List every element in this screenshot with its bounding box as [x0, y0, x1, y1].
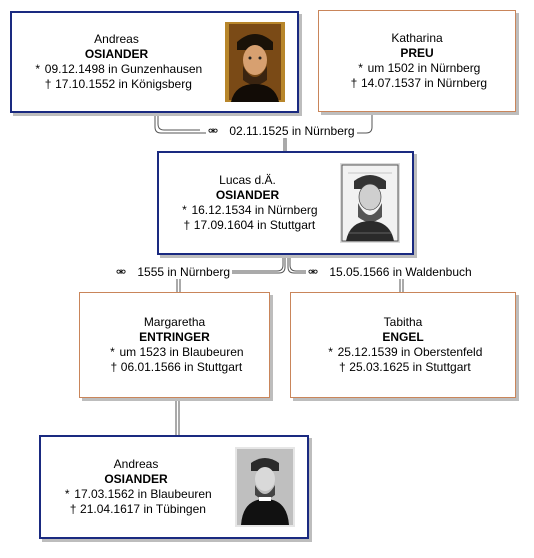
person-info: Andreas OSIANDER *09.12.1498 in Gunzenha…: [12, 13, 221, 111]
birth-symbol: *: [64, 487, 70, 501]
birth-line: * um 1502 in Nürnberg: [354, 61, 481, 76]
given-name: Katharina: [391, 31, 443, 45]
marriage-date: 02.11.1525 in Nürnberg: [229, 124, 355, 138]
person-info: Lucas d.Ä. OSIANDER * 16.12.1534 in Nürnb…: [159, 153, 336, 253]
person-card-tabitha-engel[interactable]: Tabitha ENGEL * 25.12.1539 in Oberstenfel…: [290, 292, 516, 398]
death-line: †17.10.1552 in Königsberg: [41, 77, 192, 92]
marriage-rings-icon: ⚮: [208, 124, 219, 138]
death-line: †06.01.1566 in Stuttgart: [107, 360, 242, 375]
death-symbol: †: [338, 360, 346, 374]
person-info: Margaretha ENTRINGER * um 1523 in Blaubeu…: [80, 293, 269, 397]
marriage-label-lucas-margaretha: ⚮ 1555 in Nürnberg: [114, 265, 233, 279]
person-info: Tabitha ENGEL * 25.12.1539 in Oberstenfel…: [291, 293, 515, 397]
given-name: Lucas d.Ä.: [219, 173, 276, 187]
death-symbol: †: [110, 360, 118, 374]
given-name: Andreas: [94, 32, 139, 46]
given-name: Margaretha: [143, 315, 206, 329]
surname: PREU: [400, 46, 434, 60]
person-info: Andreas OSIANDER * 17.03.1562 in Blaubeur…: [41, 437, 231, 537]
surname: OSIANDER: [104, 472, 168, 486]
birth-value: 25.12.1539 in Oberstenfeld: [337, 345, 483, 359]
birth-value: 09.12.1498 in Gunzenhausen: [44, 62, 203, 76]
birth-value: 17.03.1562 in Blaubeuren: [74, 487, 212, 501]
given-name: Andreas: [113, 457, 159, 471]
death-line: †25.03.1625 in Stuttgart: [335, 360, 471, 375]
surname: OSIANDER: [84, 47, 149, 61]
portrait-andreas-osiander-jr-icon: [235, 447, 295, 527]
birth-symbol: *: [182, 203, 187, 217]
death-line: †21.04.1617 in Tübingen: [66, 502, 206, 517]
birth-line: *09.12.1498 in Gunzenhausen: [31, 62, 202, 77]
portrait-lucas-osiander-icon: [340, 163, 400, 243]
surname: ENTRINGER: [139, 330, 210, 344]
death-symbol: †: [350, 76, 358, 90]
death-value: 17.10.1552 in Königsberg: [55, 77, 192, 91]
marriage-label-andreas-katharina: ⚮ 02.11.1525 in Nürnberg: [206, 124, 357, 138]
death-value: 14.07.1537 in Nürnberg: [360, 76, 488, 90]
portrait-andreas-osiander-icon: [225, 22, 285, 102]
death-symbol: †: [69, 502, 77, 516]
birth-value: 16.12.1534 in Nürnberg: [191, 203, 318, 217]
birth-line: * 16.12.1534 in Nürnberg: [177, 203, 317, 218]
death-symbol: †: [44, 77, 52, 91]
marriage-date: 1555 in Nürnberg: [137, 265, 231, 279]
birth-value: um 1502 in Nürnberg: [367, 61, 481, 75]
person-card-katharina-preu[interactable]: Katharina PREU * um 1502 in Nürnberg †14.…: [318, 10, 516, 112]
person-card-andreas-osiander-jr[interactable]: Andreas OSIANDER * 17.03.1562 in Blaubeur…: [39, 435, 309, 539]
person-info: Katharina PREU * um 1502 in Nürnberg †14.…: [319, 11, 515, 111]
surname: OSIANDER: [215, 188, 280, 202]
death-value: 25.03.1625 in Stuttgart: [349, 360, 471, 374]
birth-symbol: *: [358, 61, 363, 75]
birth-symbol: *: [110, 345, 115, 359]
death-line: †14.07.1537 in Nürnberg: [347, 76, 487, 91]
birth-line: * um 1523 in Blaubeuren: [105, 345, 243, 360]
person-card-lucas-osiander[interactable]: Lucas d.Ä. OSIANDER * 16.12.1534 in Nürnb…: [157, 151, 414, 255]
marriage-rings-icon: ⚮: [308, 265, 319, 279]
birth-line: * 25.12.1539 in Oberstenfeld: [324, 345, 483, 360]
marriage-rings-icon: ⚮: [116, 265, 127, 279]
birth-symbol: *: [35, 62, 41, 76]
person-card-andreas-osiander-sr[interactable]: Andreas OSIANDER *09.12.1498 in Gunzenha…: [10, 11, 299, 113]
given-name: Tabitha: [383, 315, 423, 329]
birth-value: um 1523 in Blaubeuren: [119, 345, 244, 359]
death-symbol: †: [183, 218, 191, 232]
death-value: 06.01.1566 in Stuttgart: [120, 360, 243, 374]
marriage-date: 15.05.1566 in Waldenbuch: [329, 265, 472, 279]
death-line: †17.09.1604 in Stuttgart: [180, 218, 315, 233]
surname: ENGEL: [382, 330, 424, 344]
person-card-margaretha-entringer[interactable]: Margaretha ENTRINGER * um 1523 in Blaubeu…: [79, 292, 270, 398]
marriage-label-lucas-tabitha: ⚮ 15.05.1566 in Waldenbuch: [306, 265, 474, 279]
birth-line: * 17.03.1562 in Blaubeuren: [60, 487, 212, 502]
death-value: 17.09.1604 in Stuttgart: [193, 218, 316, 232]
birth-symbol: *: [328, 345, 333, 359]
death-value: 21.04.1617 in Tübingen: [80, 502, 206, 516]
